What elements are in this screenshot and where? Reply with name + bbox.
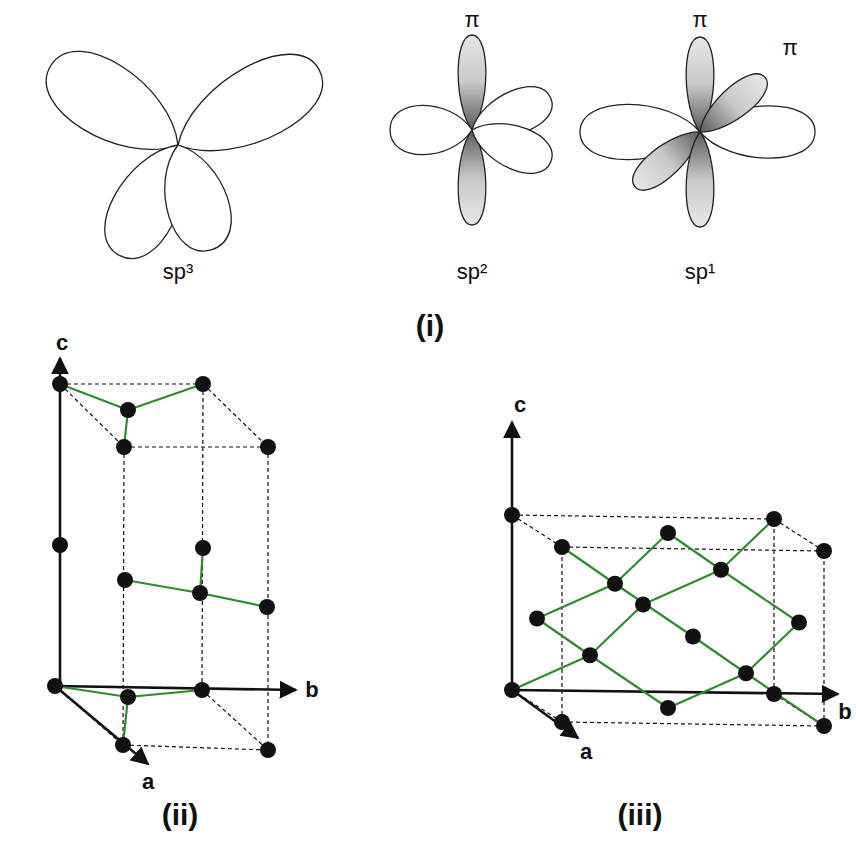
bond [693,637,746,674]
cell-edge [512,515,774,519]
cell-edge [202,690,268,750]
atom [194,682,210,698]
axis-arrow [512,690,838,694]
orbital-drawings [31,34,815,270]
panel-label: (i) [416,311,444,341]
bond [60,384,128,410]
hybrid-lobe [149,135,241,259]
atom [766,511,782,527]
cell-edge [60,384,124,447]
axis-arrow [512,690,578,738]
axis-arrow [55,686,296,690]
panel-label: (ii) [162,800,199,830]
bond [128,690,202,697]
bond [590,655,668,708]
hybrid-label: sp² [457,261,488,283]
atom [52,537,68,553]
cell-edge [60,383,203,384]
cell-edge [774,519,824,551]
bond [643,570,721,605]
cell-edge [267,447,268,750]
atom [52,376,68,392]
cell-edge [123,745,268,750]
atom [116,439,132,455]
bond [590,605,643,656]
atom [504,507,520,523]
atom [713,562,729,578]
atom [635,597,651,613]
bond [615,584,693,637]
cell-edge [202,384,203,690]
pi-label: π [782,37,797,59]
axis-label: a [580,741,592,763]
atom [192,585,208,601]
bond [721,519,774,570]
panel-label: (iii) [618,800,663,830]
axis-label: b [305,679,318,701]
bond [55,686,128,697]
atom [554,539,570,555]
bond [668,673,746,708]
pi-label: π [692,9,707,31]
axis-arrow [511,422,514,690]
atom [195,540,211,556]
atom [554,714,570,730]
pi-lobe [686,132,714,227]
hybrid-label: sp¹ [685,261,716,283]
bond [746,623,799,674]
hybrid-lobe [464,110,559,182]
bond [668,533,721,570]
bond [512,655,590,690]
cell-edge [203,384,268,447]
atom [607,576,623,592]
cell-edge [512,515,562,547]
axis-arrow [55,686,148,764]
bond [721,570,799,623]
pi-label: π [464,9,479,31]
bond [537,619,590,656]
atom [260,439,276,455]
diamond-lattice [504,422,838,738]
cell-edge [124,446,268,447]
axis-label: c [56,332,68,354]
atom [529,611,545,627]
axis-label: b [838,701,851,723]
axis-label: c [514,394,526,416]
bond [537,584,615,619]
atom [582,647,598,663]
atom [115,737,131,753]
pi-lobe [690,66,775,144]
atom [816,718,832,734]
bond [128,384,203,410]
atom [259,599,275,615]
bond [562,547,615,584]
atom [120,402,136,418]
atom [47,678,63,694]
atom [685,629,701,645]
bond [200,593,267,607]
atom [791,615,807,631]
bond [746,673,824,726]
atom [766,686,782,702]
atom [738,665,754,681]
atom [660,700,676,716]
graphite-lattice [47,358,296,764]
atom [660,525,676,541]
axis-arrow [59,358,62,690]
cell-edge [823,551,824,726]
bond [125,580,200,593]
atom [120,689,136,705]
atom [195,376,211,392]
hybrid-lobe [390,105,472,154]
atom [816,543,832,559]
bond [615,533,668,584]
atom [504,682,520,698]
atom [117,572,133,588]
axis-label: a [142,771,154,793]
hybrid-label: sp³ [163,261,194,283]
atom [260,742,276,758]
cell-edge [562,722,824,726]
